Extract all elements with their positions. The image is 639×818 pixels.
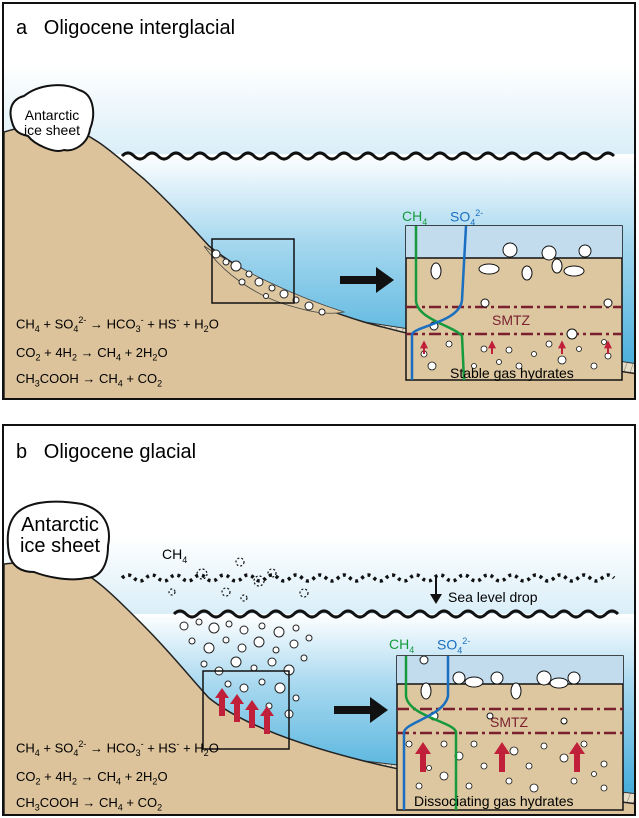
sea-surface-wave bbox=[120, 151, 616, 161]
zoom-box bbox=[202, 670, 290, 750]
panel-a-drawing bbox=[4, 64, 634, 398]
equation-3-a: CH3COOH → CH4 + CO2 bbox=[16, 371, 163, 389]
equation-1-b: CH4 + SO42- → HCO3- + HS- + H2O bbox=[16, 739, 219, 758]
zone-label-b: Dissociating gas hydrates bbox=[414, 793, 574, 809]
zone-label-a: Stable gas hydrates bbox=[450, 365, 574, 381]
ch4-label-b: CH4 bbox=[389, 636, 415, 655]
inset-b bbox=[396, 655, 624, 811]
ch4-label-a: CH4 bbox=[402, 208, 428, 227]
sky bbox=[4, 64, 634, 156]
so4-profile bbox=[402, 656, 450, 810]
equation-1-a: CH4 + SO42- → HCO3- + HS- + H2O bbox=[16, 315, 219, 334]
ice-sheet bbox=[6, 500, 110, 581]
smtz-label-a: SMTZ bbox=[492, 312, 531, 328]
so4-label-b: SO42- bbox=[437, 636, 471, 656]
inset-a bbox=[405, 225, 623, 381]
upward-gas-arrows bbox=[215, 688, 274, 734]
escaping-ch4-label: CH4 bbox=[162, 546, 188, 565]
smtz-label-b: SMTZ bbox=[490, 714, 529, 730]
sea-level-drop-label: Sea level drop bbox=[448, 589, 538, 605]
so4-label-a: SO42- bbox=[450, 208, 484, 228]
gas-plume-bubbles bbox=[179, 618, 313, 719]
ice-sheet-label-a: Antarctic ice sheet bbox=[23, 107, 81, 138]
ch4-profile bbox=[414, 226, 466, 381]
ch4-profile bbox=[404, 656, 458, 810]
slope-bubbles bbox=[211, 249, 326, 316]
former-sea-level bbox=[120, 573, 616, 583]
equation-2-a: CO2 + 4H2 → CH4 + 2H2O bbox=[16, 345, 168, 363]
panel-a-interglacial: a Oligocene interglacial Antarctic ice s… bbox=[2, 2, 636, 400]
equation-2-b: CO2 + 4H2 → CH4 + 2H2O bbox=[16, 769, 168, 787]
ice-sheet bbox=[9, 84, 95, 152]
panel-a-title: a Oligocene interglacial bbox=[16, 17, 236, 39]
equation-3-b: CH3COOH → CH4 + CO2 bbox=[16, 795, 163, 813]
sea-surface-wave bbox=[172, 609, 620, 619]
ice-sheet-label-b: Antarctic ice sheet bbox=[19, 514, 101, 557]
panel-b-title: b Oligocene glacial bbox=[16, 441, 197, 463]
escaping-gas-bubbles bbox=[168, 557, 309, 602]
zoom-box bbox=[211, 238, 295, 304]
zoom-arrow bbox=[334, 697, 388, 723]
panel-b-drawing bbox=[4, 500, 634, 814]
so4-profile bbox=[410, 225, 468, 380]
panel-b-glacial: b Oligocene glacial Antarctic ice sheet … bbox=[2, 424, 636, 816]
zoom-arrow bbox=[340, 267, 394, 293]
